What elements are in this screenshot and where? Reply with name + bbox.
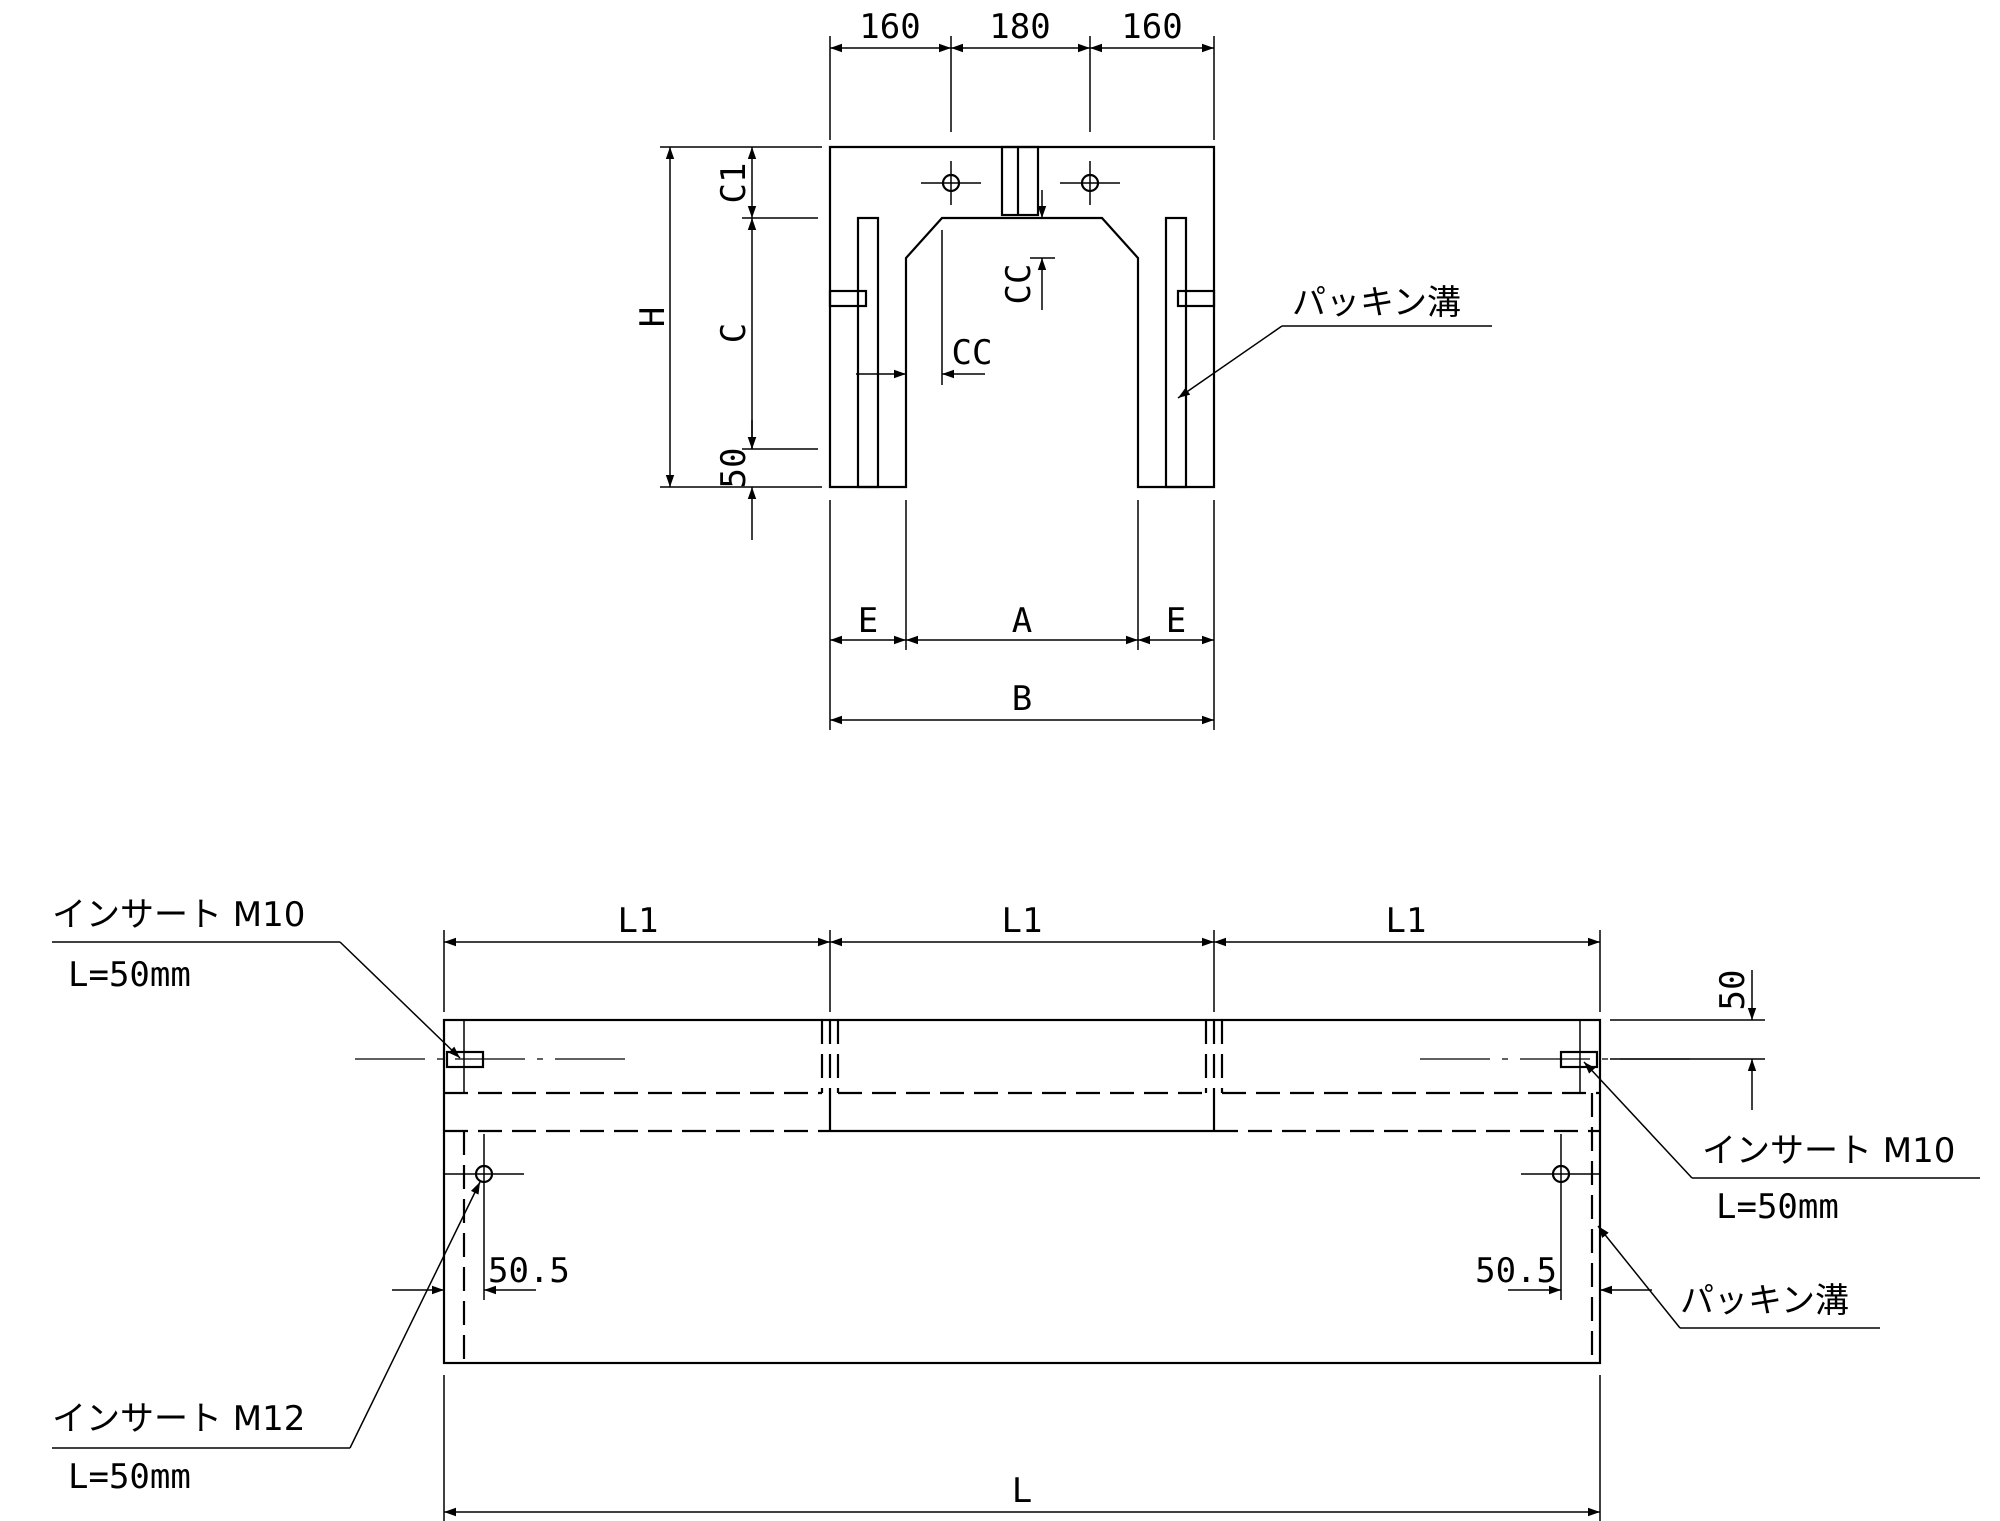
dim-top-right: 160 — [1121, 7, 1182, 47]
side-insert-left — [828, 289, 868, 308]
insert-m10-left-length: L=50mm — [68, 955, 191, 995]
top-center-slot — [1000, 145, 1040, 217]
insert-m10-left-label: インサート M10 — [52, 895, 305, 935]
dim-50-5-right: 50.5 — [1475, 1251, 1557, 1291]
dim-top-left: 160 — [859, 7, 920, 47]
dim-cc-side: CC — [952, 333, 993, 373]
dim-l1-left: L1 — [618, 901, 659, 941]
dim-50-plan: 50 — [1713, 970, 1753, 1011]
dim-cc-top: CC — [999, 264, 1039, 305]
plan-view: L1 L1 L1 L 50 50.5 50.5 インサート M10 L=50mm… — [52, 895, 1980, 1521]
dim-top-mid: 180 — [989, 7, 1050, 47]
front-view: 160 180 160 H C1 C 50 CC CC E — [633, 7, 1492, 730]
dim-c: C — [714, 323, 754, 343]
dim-l1-mid: L1 — [1002, 901, 1043, 941]
packing-groove-left — [856, 216, 880, 489]
insert-m10-right-length: L=50mm — [1716, 1187, 1839, 1227]
plan-outline — [442, 1018, 1602, 1365]
dim-50-5-left: 50.5 — [488, 1251, 570, 1291]
dim-b: B — [1012, 679, 1032, 719]
packing-label-front: パッキン溝 — [1292, 283, 1461, 323]
insert-m12-length: L=50mm — [68, 1457, 191, 1497]
insert-m10-right-label: インサート M10 — [1702, 1131, 1955, 1171]
dim-c1: C1 — [714, 163, 754, 204]
dim-h: H — [633, 307, 673, 327]
dim-l: L — [1012, 1471, 1032, 1511]
dim-e-left: E — [858, 601, 878, 641]
dim-a: A — [1012, 601, 1032, 641]
dim-50-front: 50 — [714, 448, 754, 489]
packing-groove-right — [1164, 216, 1188, 489]
dim-l1-right: L1 — [1386, 901, 1427, 941]
dim-e-right: E — [1166, 601, 1186, 641]
packing-label-plan: パッキン溝 — [1680, 1281, 1849, 1321]
side-insert-right — [1176, 289, 1216, 308]
u-channel-outline — [828, 145, 1216, 489]
insert-m12-label: インサート M12 — [52, 1399, 305, 1439]
